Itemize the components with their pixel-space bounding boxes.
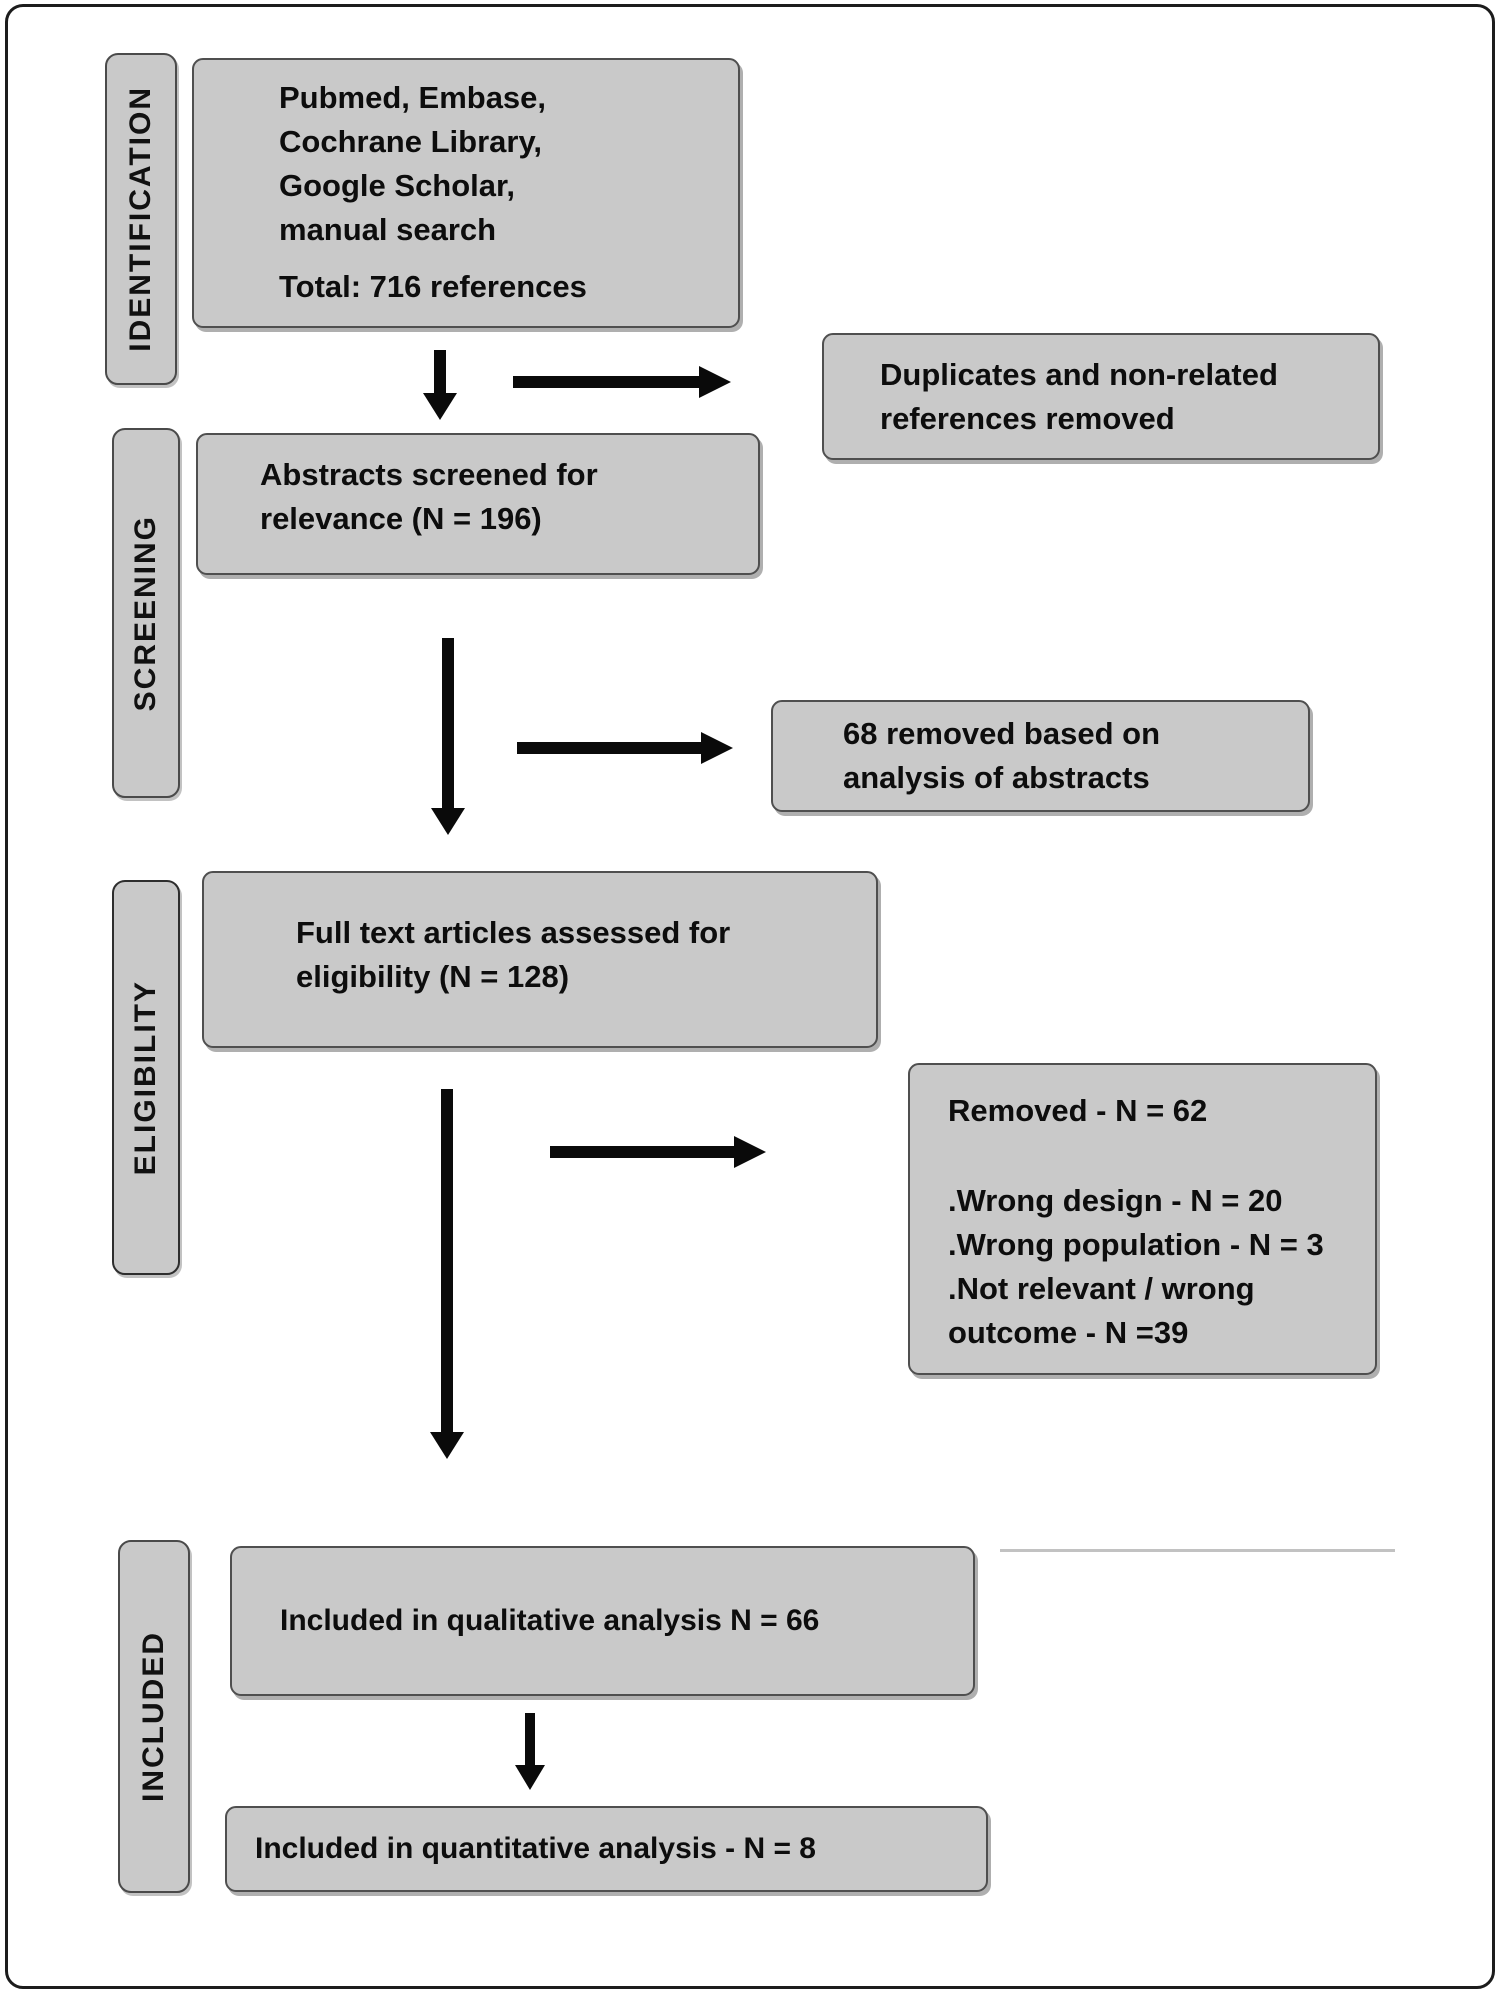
box-quantitative: Included in quantitative analysis - N = … bbox=[225, 1806, 988, 1892]
box-abstracts-screened: Abstracts screened for relevance (N = 19… bbox=[196, 433, 760, 575]
stage-label-identification-text: IDENTIFICATION bbox=[124, 86, 157, 352]
box-duplicates-removed: Duplicates and non-related references re… bbox=[822, 333, 1380, 460]
box-fulltext-assessed: Full text articles assessed for eligibil… bbox=[202, 871, 878, 1048]
box-qualitative-text: Included in qualitative analysis N = 66 bbox=[280, 1604, 820, 1637]
stage-label-eligibility: ELIGIBILITY bbox=[112, 880, 180, 1275]
box-abstracts-line: Abstracts screened for bbox=[260, 457, 598, 492]
stage-label-included: INCLUDED bbox=[118, 1540, 190, 1893]
divider-line bbox=[1000, 1549, 1395, 1552]
box-fulltext-line: eligibility (N = 128) bbox=[296, 958, 570, 994]
box-abstracts-removed-line: analysis of abstracts bbox=[843, 760, 1150, 795]
box-sources-line: Cochrane Library, bbox=[279, 124, 543, 159]
stage-label-eligibility-text: ELIGIBILITY bbox=[129, 979, 162, 1176]
box-fulltext-removed-line: .Not relevant / wrong bbox=[948, 1271, 1255, 1306]
stage-label-identification: IDENTIFICATION bbox=[105, 53, 177, 385]
stage-label-screening: SCREENING bbox=[112, 428, 180, 798]
box-abstracts-line: relevance (N = 196) bbox=[260, 501, 542, 536]
box-fulltext-removed-line: outcome - N =39 bbox=[948, 1315, 1189, 1350]
box-sources: Pubmed, Embase, Cochrane Library, Google… bbox=[192, 58, 740, 328]
box-sources-line: Google Scholar, bbox=[279, 168, 515, 203]
box-sources-line: manual search bbox=[279, 212, 497, 247]
box-fulltext-removed-line: .Wrong design - N = 20 bbox=[948, 1183, 1283, 1218]
box-sources-total: Total: 716 references bbox=[279, 269, 587, 304]
box-sources-line: Pubmed, Embase, bbox=[279, 80, 547, 115]
box-fulltext-line: Full text articles assessed for bbox=[296, 914, 731, 950]
box-qualitative: Included in qualitative analysis N = 66 bbox=[230, 1546, 975, 1696]
box-abstracts-removed-line: 68 removed based on bbox=[843, 716, 1161, 751]
box-fulltext-removed-title: Removed - N = 62 bbox=[948, 1093, 1208, 1128]
box-duplicates-line: Duplicates and non-related bbox=[880, 356, 1278, 392]
box-duplicates-line: references removed bbox=[880, 400, 1175, 436]
box-abstracts-removed: 68 removed based on analysis of abstract… bbox=[771, 700, 1310, 812]
box-quantitative-text: Included in quantitative analysis - N = … bbox=[255, 1832, 816, 1865]
stage-label-included-text: INCLUDED bbox=[137, 1631, 170, 1802]
stage-label-screening-text: SCREENING bbox=[129, 514, 162, 712]
box-fulltext-removed-line: .Wrong population - N = 3 bbox=[948, 1227, 1324, 1262]
box-fulltext-removed: Removed - N = 62 .Wrong design - N = 20 … bbox=[908, 1063, 1377, 1375]
